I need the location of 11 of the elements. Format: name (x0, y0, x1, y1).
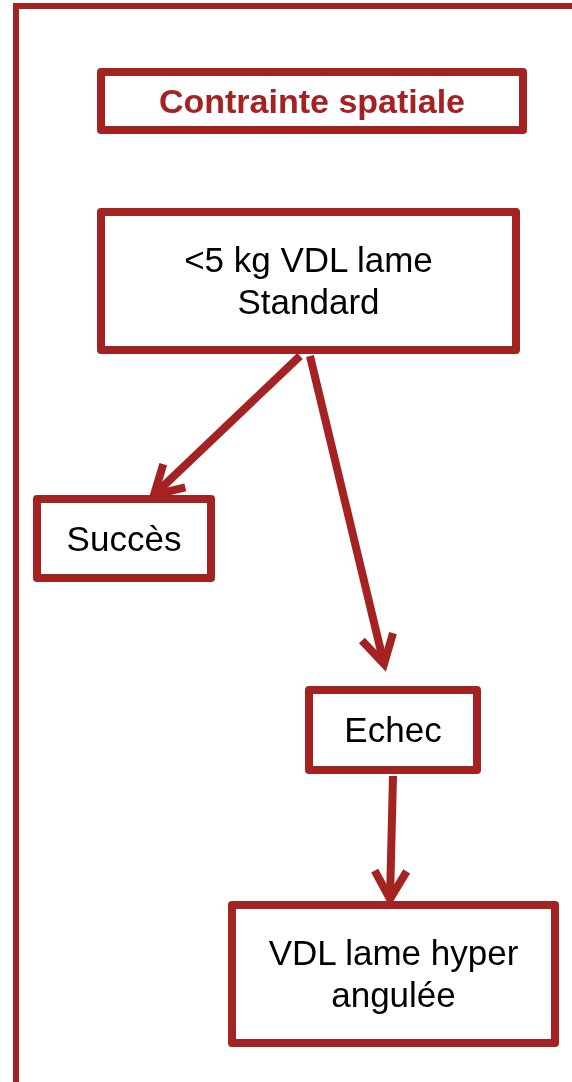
arrow (370, 775, 411, 903)
box-text: <5 kg VDL lame Standard (183, 239, 434, 323)
process-box (33, 495, 215, 582)
title-box (97, 68, 527, 134)
process-box (97, 208, 520, 354)
process-box (228, 901, 559, 1047)
process-box (305, 686, 481, 774)
box-text: Echec (344, 709, 442, 751)
title-text: Contrainte spatiale (158, 80, 466, 122)
box-text: VDL lame hyper angulée (267, 932, 520, 1016)
box-text: Succès (66, 517, 182, 560)
